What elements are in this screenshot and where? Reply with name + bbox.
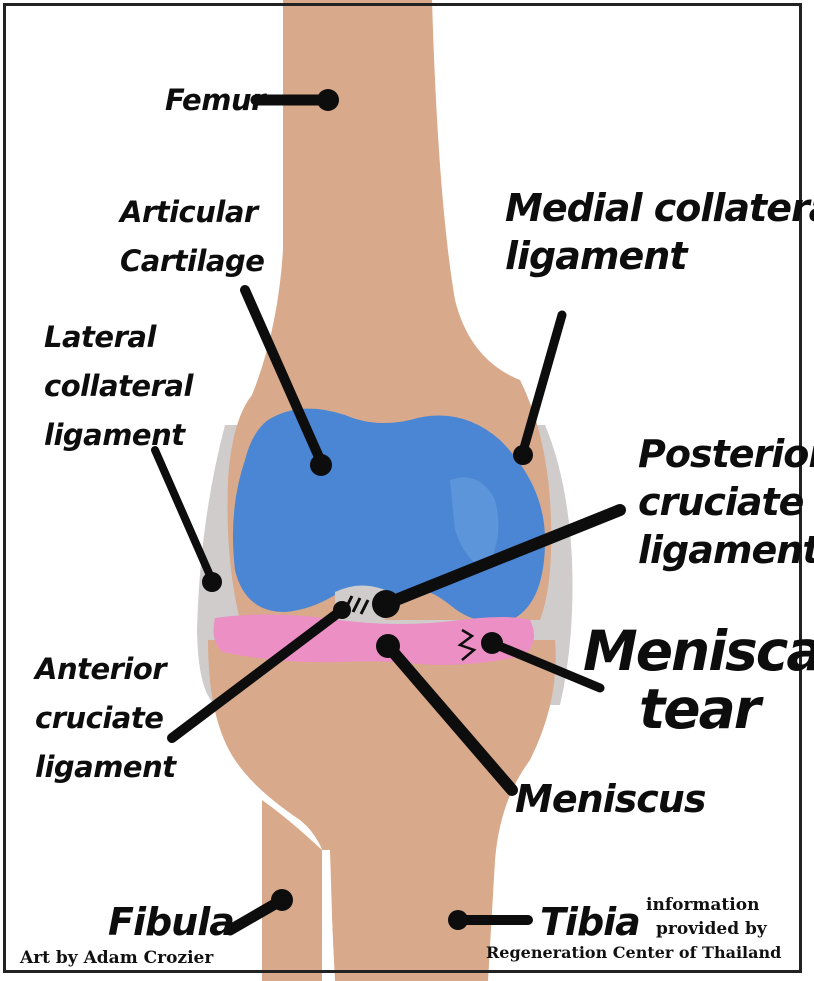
credit-art: Art by Adam Crozier (20, 948, 213, 968)
label-medial-collateral-line2: ligament (505, 232, 814, 280)
meniscal-tear-dot (481, 632, 503, 654)
meniscus-dot (376, 634, 400, 658)
femur-dot (317, 89, 339, 111)
label-meniscal-tear-line2: tear (583, 680, 814, 738)
credit-info-line3: Regeneration Center of Thailand (486, 941, 796, 965)
label-meniscus: Meniscus (515, 775, 705, 823)
label-lateral-collateral-line2: collateral (44, 362, 193, 411)
label-meniscal-tear-line1: Meniscal (583, 622, 814, 680)
label-medial-collateral: Medial collateral ligament (505, 184, 814, 280)
label-femur: Femur (165, 76, 265, 125)
label-articular-cartilage-line1: Articular (120, 188, 264, 237)
credit-info-line1: information (486, 893, 796, 917)
label-lateral-collateral-line1: Lateral (44, 313, 193, 362)
tibia-dot (448, 910, 468, 930)
label-anterior-cruciate-line1: Anterior (35, 645, 176, 694)
lateral-collateral-pointer (155, 450, 212, 580)
anterior-cruciate-dot (333, 601, 351, 619)
label-lateral-collateral-line3: ligament (44, 411, 193, 460)
posterior-cruciate-dot (372, 590, 400, 618)
label-meniscal-tear: Meniscal tear (583, 622, 814, 738)
label-posterior-cruciate: Posterior cruciate ligament (638, 430, 814, 574)
medial-collateral-dot (513, 445, 533, 465)
credit-info-line2: provided by (486, 917, 796, 941)
label-articular-cartilage: Articular Cartilage (120, 188, 264, 286)
credit-info: information provided by Regeneration Cen… (486, 893, 796, 965)
label-anterior-cruciate-line3: ligament (35, 743, 176, 792)
label-lateral-collateral: Lateral collateral ligament (44, 313, 193, 460)
articular-cartilage-dot (310, 454, 332, 476)
label-posterior-cruciate-line2: cruciate (638, 478, 814, 526)
label-articular-cartilage-line2: Cartilage (120, 237, 264, 286)
label-posterior-cruciate-line1: Posterior (638, 430, 814, 478)
label-posterior-cruciate-line3: ligament (638, 526, 814, 574)
label-anterior-cruciate: Anterior cruciate ligament (35, 645, 176, 792)
label-medial-collateral-line1: Medial collateral (505, 184, 814, 232)
articular-cartilage (233, 409, 545, 622)
label-anterior-cruciate-line2: cruciate (35, 694, 176, 743)
lateral-collateral-dot (202, 572, 222, 592)
label-fibula: Fibula (108, 898, 234, 946)
fibula-tibia-gap (326, 850, 330, 981)
fibula-dot (271, 889, 293, 911)
